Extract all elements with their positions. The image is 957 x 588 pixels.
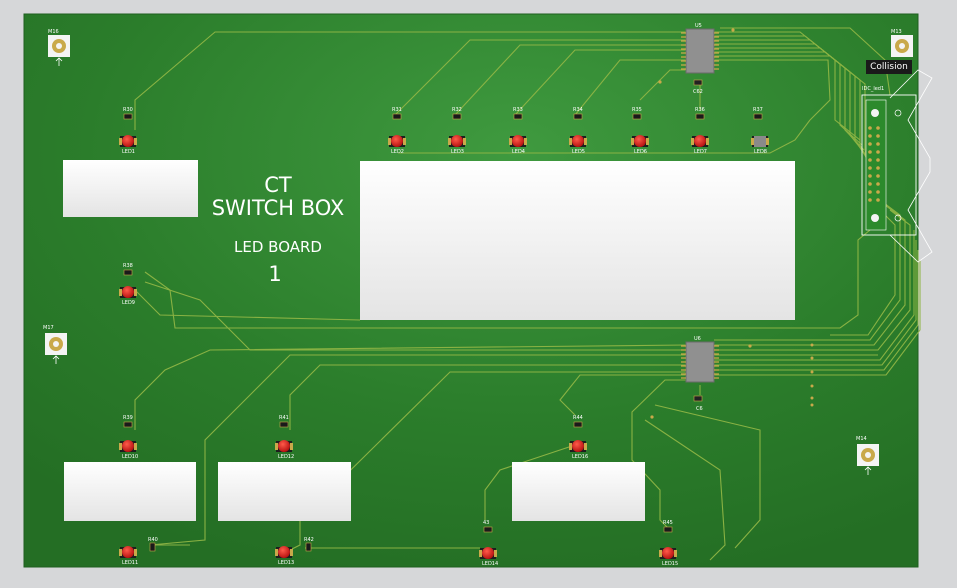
resistor-label: 43 (483, 520, 489, 526)
led-label: LED6 (634, 149, 647, 155)
board-number: 1 (268, 262, 281, 286)
connector-label: IDC_led1 (862, 86, 884, 92)
led-label: LED2 (391, 149, 404, 155)
led-led12: LED12 (275, 440, 294, 460)
resistor-label: R34 (573, 107, 583, 113)
resistor-r36: R36 (695, 107, 705, 120)
resistor-label: R35 (632, 107, 642, 113)
led-led1: LED1 (119, 135, 137, 155)
resistor-r37: R37 (753, 107, 763, 120)
display-window-main (360, 161, 795, 320)
mount-hole-m13: M13 (891, 29, 913, 57)
display-window-bottom-left (64, 462, 196, 521)
idc-connector: IDC_led1 (861, 69, 933, 263)
mount-hole-m17: M17 (43, 325, 67, 364)
led-led13: LED13 (275, 546, 294, 566)
led-led16: LED16 (569, 440, 588, 460)
resistor-label: R42 (304, 537, 314, 543)
display-window-bottom-middle (218, 462, 351, 521)
led-led14: LED14 (479, 547, 498, 567)
resistor-label: R39 (123, 415, 133, 421)
resistor-label: R40 (148, 537, 158, 543)
led-label: LED10 (122, 454, 138, 460)
led-led15: LED15 (659, 547, 678, 567)
led-label: LED9 (122, 300, 135, 306)
led-label: LED7 (694, 149, 707, 155)
resistor-r42: R42 (304, 537, 314, 552)
resistor-label: R30 (123, 107, 133, 113)
led-label: LED13 (278, 560, 294, 566)
resistor-r33: R33 (513, 107, 523, 120)
resistor-r45: R45 (663, 520, 673, 533)
led-label: LED4 (512, 149, 525, 155)
led-led5: LED5 (569, 135, 587, 155)
led-label: LED15 (662, 561, 678, 567)
board-subtitle: LED BOARD (234, 238, 322, 256)
led-label: LED5 (572, 149, 585, 155)
led-led6: LED6 (631, 135, 649, 155)
resistor-label: R36 (695, 107, 705, 113)
resistor-label: R38 (123, 263, 133, 269)
resistor-label: R31 (392, 107, 402, 113)
led-label: LED11 (122, 560, 138, 566)
resistor-43: 43 (483, 520, 493, 533)
led-label: LED14 (482, 561, 498, 567)
resistor-label: R44 (573, 415, 583, 421)
vias (650, 28, 814, 419)
resistor-r30: R30 (123, 107, 133, 120)
ic-u6: U6 C6 (681, 336, 719, 412)
led-label: LED3 (451, 149, 464, 155)
led-led4: LED4 (509, 135, 527, 155)
led-label: LED12 (278, 454, 294, 460)
resistor-label: R37 (753, 107, 763, 113)
mount-hole-m16: M16 (48, 29, 70, 66)
led-led9: LED9 (119, 286, 137, 306)
mount-hole-label: M14 (856, 436, 867, 442)
ic-u5: U5 C62 (681, 23, 719, 95)
resistor-r34: R34 (573, 107, 583, 120)
led-led7: LED7 (691, 135, 709, 155)
ic-label: U6 (694, 336, 701, 342)
board-title-line1: CT (264, 173, 292, 197)
display-window-bottom-right (512, 462, 645, 521)
collision-tooltip: Collision (866, 60, 912, 74)
resistor-label: R45 (663, 520, 673, 526)
resistor-r41: R41 (279, 415, 289, 428)
mount-hole-label: M13 (891, 29, 902, 35)
copper-traces (134, 27, 921, 561)
led-label: LED16 (572, 454, 588, 460)
board-title-line2: SWITCH BOX (212, 196, 345, 220)
capacitor-label: C62 (693, 89, 703, 95)
ic-label: U5 (695, 23, 702, 29)
display-window-top-left (63, 160, 198, 217)
resistor-label: R32 (452, 107, 462, 113)
led-led11: LED11 (119, 546, 138, 566)
resistor-r38: R38 (123, 263, 133, 276)
resistor-r44: R44 (573, 415, 583, 428)
led-led10: LED10 (119, 440, 138, 460)
led-label: LED8 (754, 149, 767, 155)
led-label: LED1 (122, 149, 135, 155)
resistor-r32: R32 (452, 107, 462, 120)
capacitor-label: C6 (696, 406, 703, 412)
resistor-r40: R40 (148, 537, 158, 552)
resistor-label: R41 (279, 415, 289, 421)
mount-hole-m14: M14 (856, 436, 879, 475)
led-led2: LED2 (388, 135, 406, 155)
resistor-r39: R39 (123, 415, 133, 428)
mount-hole-label: M16 (48, 29, 59, 35)
resistor-r35: R35 (632, 107, 642, 120)
resistor-r31: R31 (392, 107, 402, 120)
led-led3: LED3 (448, 135, 466, 155)
mount-hole-label: M17 (43, 325, 54, 331)
led-led8: LED8 (751, 136, 769, 155)
resistor-label: R33 (513, 107, 523, 113)
